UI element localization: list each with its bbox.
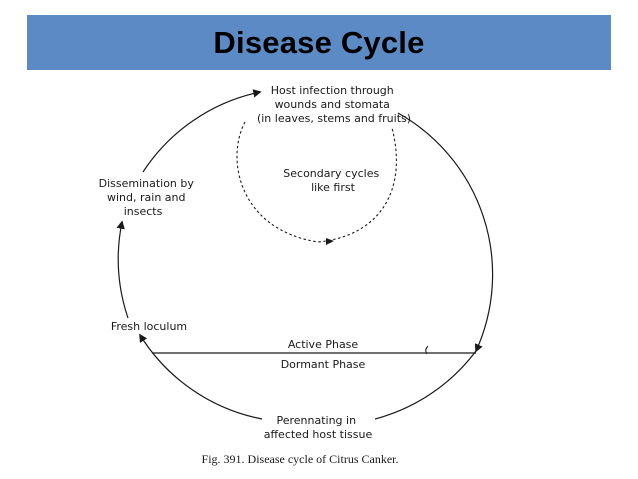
title-banner: Disease Cycle [27,15,611,70]
secondary-cycle-loop [236,121,397,243]
dissemination-label: Dissemination by wind, rain and insects [99,177,198,218]
figure-caption: Fig. 391. Disease cycle of Citrus Canker… [202,452,399,466]
phase-divider-tick [425,345,429,355]
secondary-cycles-label: Secondary cycles like first [283,167,382,194]
slide-title: Disease Cycle [213,24,425,60]
arc-perennating-lower-right [374,350,477,420]
fresh-inoculum-label: Fresh loculum [111,320,187,333]
arc-inoculum-to-dissemination [116,220,129,319]
dormant-phase-label: Dormant Phase [281,358,366,371]
secondary-cycle-arrowhead [326,238,334,245]
host-infection-label: Host infection through wounds and stomat… [257,84,411,125]
active-phase-label: Active Phase [288,338,359,351]
perennating-label: Perennating in affected host tissue [264,414,373,441]
arc-infection-to-perennating [397,112,494,353]
arc-dissemination-to-infection [142,89,262,173]
arc-perennating-to-inoculum [139,333,263,420]
